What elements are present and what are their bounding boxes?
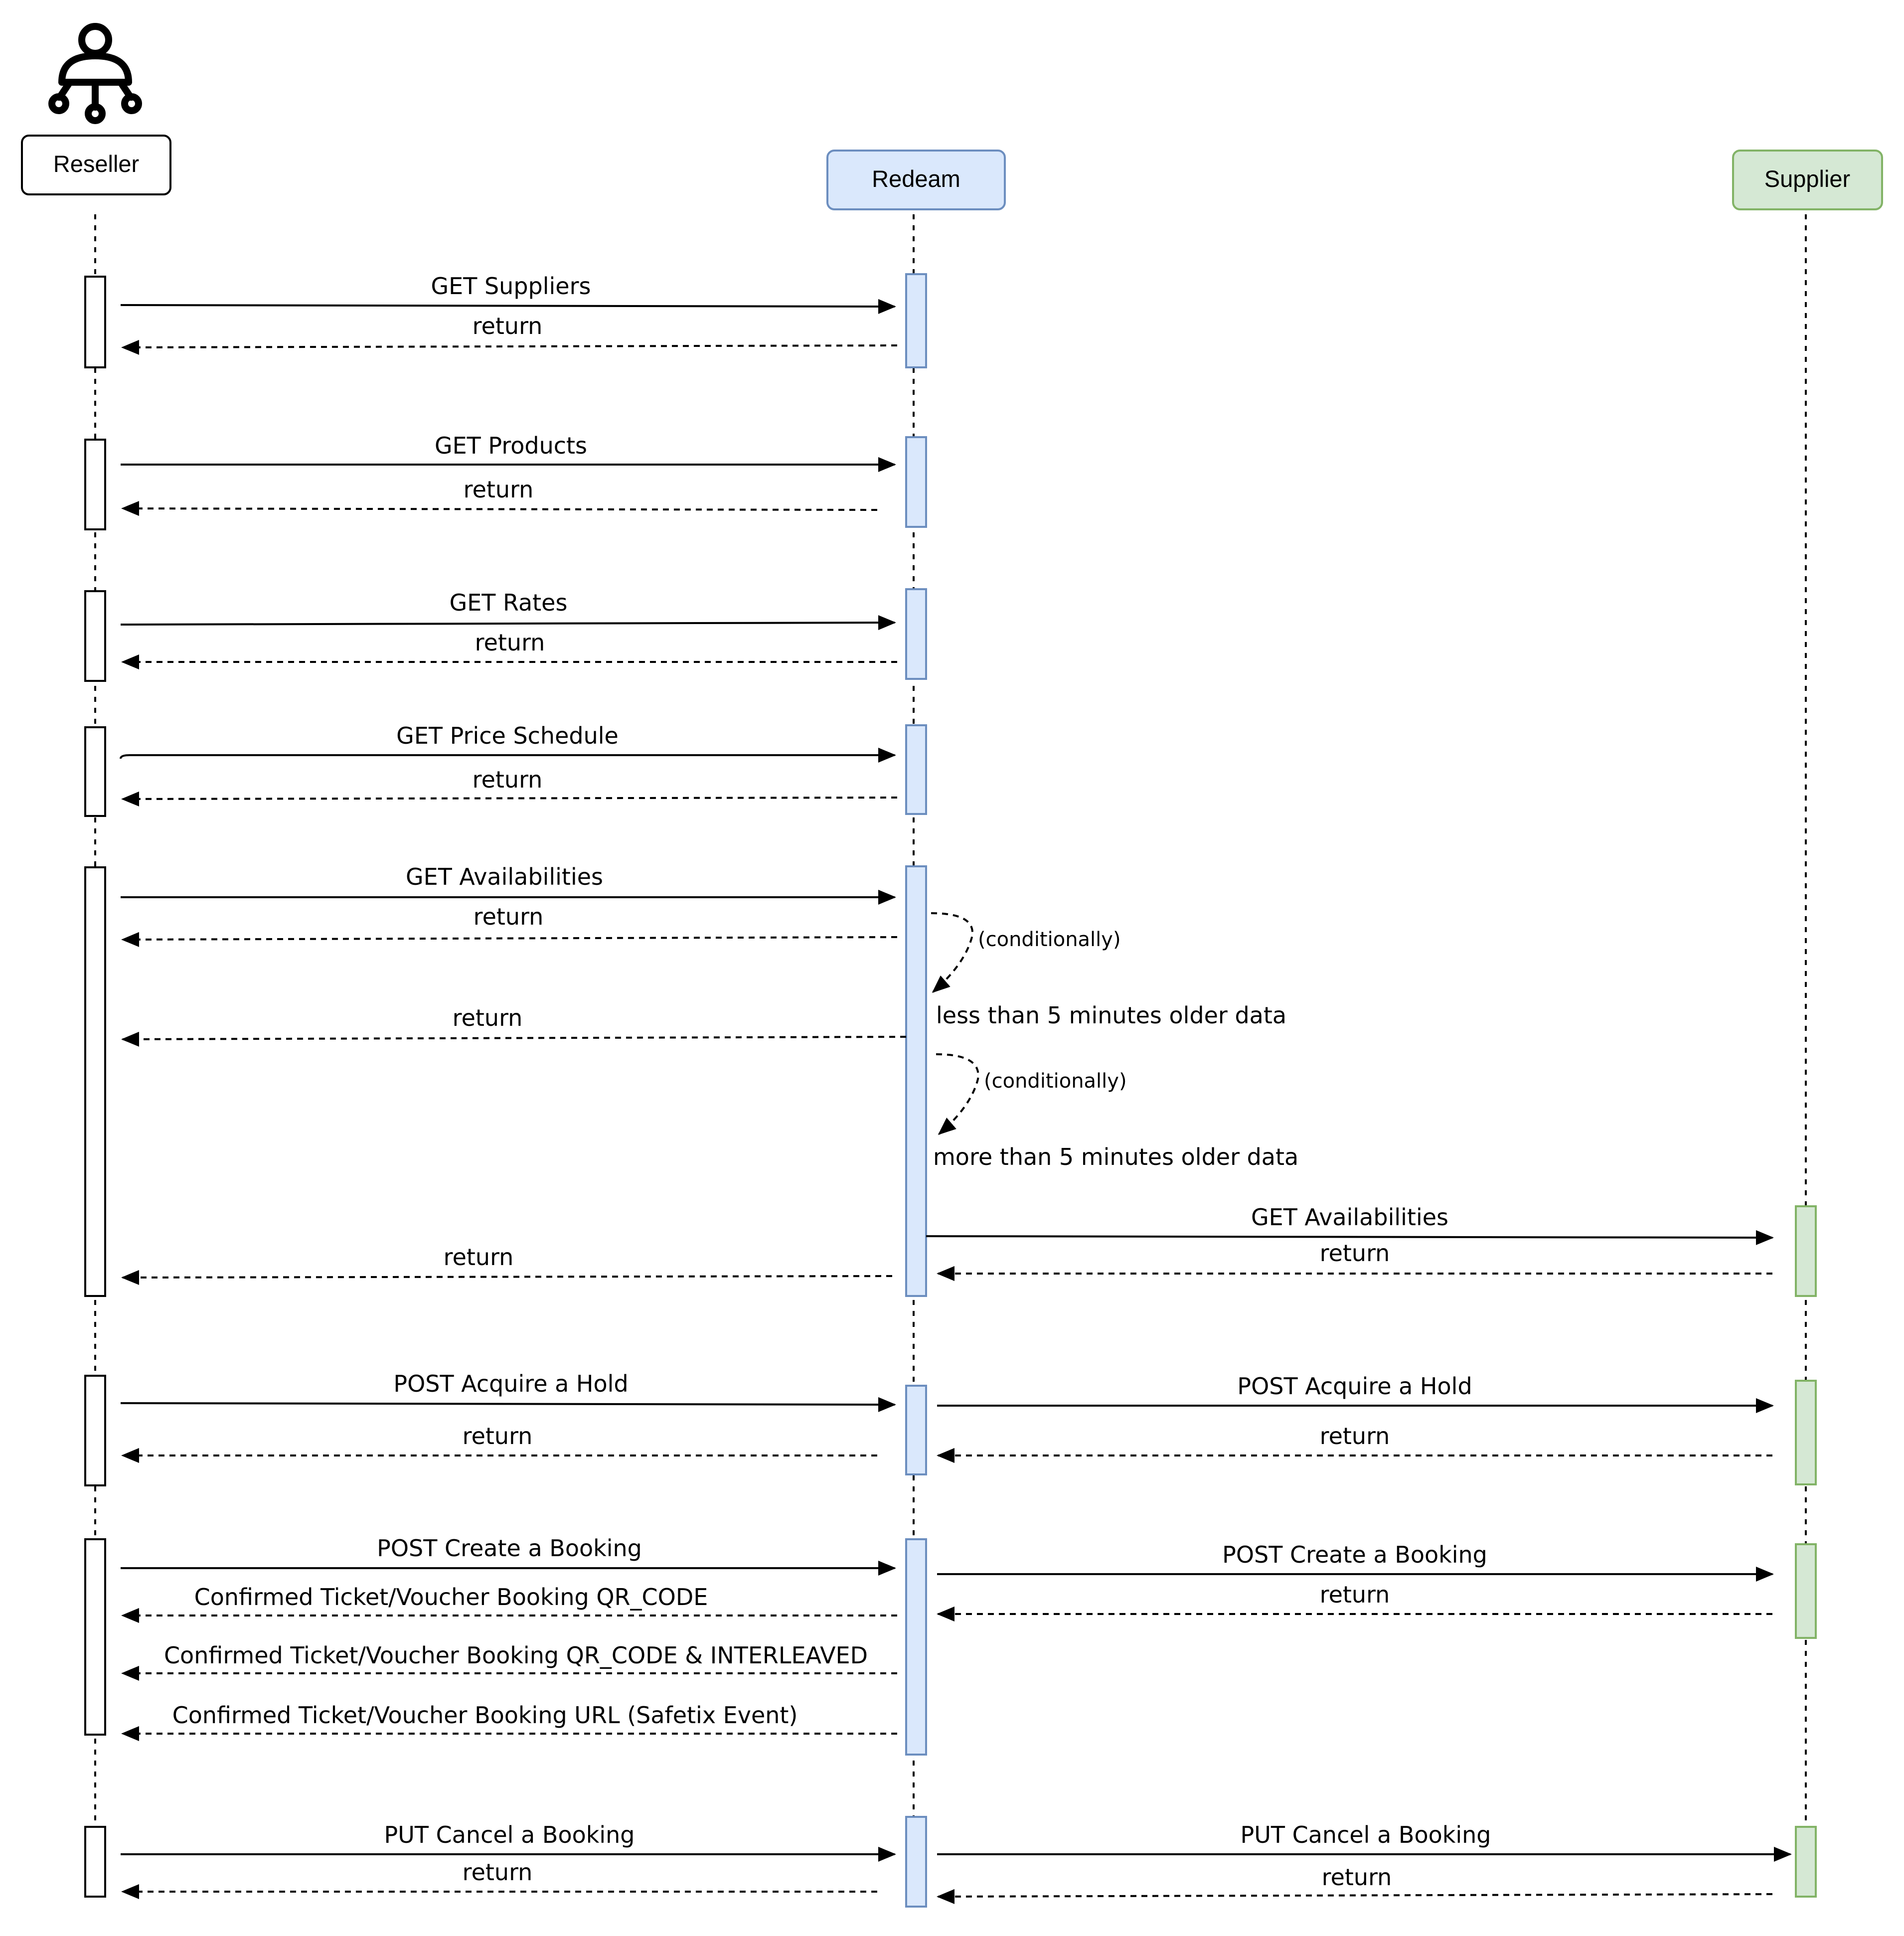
label-post-acquire-hold: POST Acquire a Hold [393, 1370, 628, 1397]
label-self-conditional-2: (conditionally) [984, 1070, 1127, 1093]
label-post-create-booking: POST Create a Booking [377, 1535, 642, 1562]
label-get-price-schedule: GET Price Schedule [396, 722, 619, 749]
supplier-activations [1795, 1205, 1817, 1898]
supplier-participant: Supplier [1732, 150, 1883, 210]
activation-bar [905, 1538, 927, 1756]
return-arrows [121, 339, 1773, 1904]
label-get-availabilities-return-1: return [474, 903, 544, 930]
person-network-icon [48, 23, 142, 124]
activation-bar [1795, 1543, 1817, 1639]
activation-bar [1795, 1826, 1817, 1898]
label-get-availabilities-return-3: return [444, 1244, 514, 1271]
label-get-price-schedule-return: return [473, 766, 543, 793]
label-supplier-put-cancel-booking: PUT Cancel a Booking [1240, 1821, 1491, 1848]
label-get-products: GET Products [435, 432, 587, 459]
activation-bar [905, 1385, 927, 1475]
activation-bar [905, 436, 927, 528]
label-get-availabilities: GET Availabilities [406, 863, 603, 890]
label-get-rates-return: return [475, 629, 545, 656]
label-supplier-get-availabilities: GET Availabilities [1251, 1204, 1448, 1231]
arrow-get-availabilities-return-3 [121, 1270, 893, 1285]
label-get-suppliers-return: return [473, 313, 543, 339]
note-more-than: more than 5 minutes older data [933, 1143, 1298, 1170]
label-get-products-return: return [464, 476, 534, 503]
arrow-supplier-put-cancel-booking-return [937, 1889, 1773, 1904]
supplier-label: Supplier [1764, 165, 1850, 192]
label-supplier-post-create-booking-return: return [1320, 1581, 1390, 1608]
arrow-get-price-schedule-return [121, 791, 898, 807]
label-supplier-put-cancel-booking-return: return [1322, 1864, 1392, 1891]
activation-bar [84, 1538, 106, 1736]
activation-bar [84, 276, 106, 368]
reseller-activations [84, 276, 106, 1898]
arrow-supplier-get-availabilities [926, 1230, 1774, 1245]
activation-bar [1795, 1380, 1817, 1485]
note-less-than: less than 5 minutes older data [936, 1002, 1286, 1029]
activation-bar [905, 273, 927, 368]
arrow-get-rates [120, 615, 896, 631]
label-supplier-post-acquire-hold-return: return [1320, 1423, 1390, 1450]
activation-bar [905, 1816, 927, 1908]
label-get-rates: GET Rates [450, 589, 568, 616]
redeam-label: Redeam [872, 165, 960, 192]
arrow-get-availabilities-return-1 [121, 932, 898, 947]
label-confirmed-qr-interleaved: Confirmed Ticket/Voucher Booking QR_CODE… [164, 1642, 868, 1669]
activation-bar [84, 1375, 106, 1486]
redeam-participant: Redeam [826, 150, 1006, 210]
arrow-get-suppliers [120, 299, 896, 314]
label-supplier-get-availabilities-return: return [1320, 1240, 1390, 1267]
activation-bar [84, 439, 106, 530]
activation-bar [84, 590, 106, 682]
message-labels: GET Suppliers return GET Products return… [164, 273, 1491, 1891]
label-self-conditional-1: (conditionally) [978, 928, 1121, 951]
label-confirmed-qr: Confirmed Ticket/Voucher Booking QR_CODE [194, 1584, 708, 1611]
label-put-cancel-booking: PUT Cancel a Booking [384, 1821, 635, 1848]
arrow-get-availabilities-return-2 [121, 1031, 907, 1047]
reseller-label: Reseller [53, 151, 139, 177]
call-arrows [120, 299, 1792, 1862]
arrow-get-suppliers-return [121, 339, 898, 355]
label-post-acquire-hold-return: return [463, 1423, 533, 1450]
redeam-activations [905, 273, 927, 1908]
activation-bar [905, 724, 927, 815]
arrow-get-products-return [121, 501, 878, 516]
label-get-suppliers: GET Suppliers [431, 273, 591, 300]
activation-bar [905, 588, 927, 680]
activation-bar [84, 726, 106, 817]
label-confirmed-url: Confirmed Ticket/Voucher Booking URL (Sa… [172, 1702, 798, 1729]
arrow-post-acquire-hold [120, 1397, 896, 1412]
activation-bar [1795, 1205, 1817, 1297]
label-supplier-post-create-booking: POST Create a Booking [1222, 1541, 1487, 1568]
reseller-participant: Reseller [21, 135, 171, 195]
label-supplier-post-acquire-hold: POST Acquire a Hold [1237, 1373, 1472, 1400]
activation-bar [84, 1826, 106, 1898]
arrow-get-price-schedule [120, 748, 896, 763]
activation-bar [84, 866, 106, 1297]
arrow-self-conditional-1 [931, 912, 973, 993]
label-put-cancel-booking-return: return [463, 1859, 533, 1886]
activation-bar [905, 865, 927, 1297]
label-get-availabilities-return-2: return [453, 1004, 523, 1031]
arrow-self-conditional-2 [936, 1053, 979, 1135]
